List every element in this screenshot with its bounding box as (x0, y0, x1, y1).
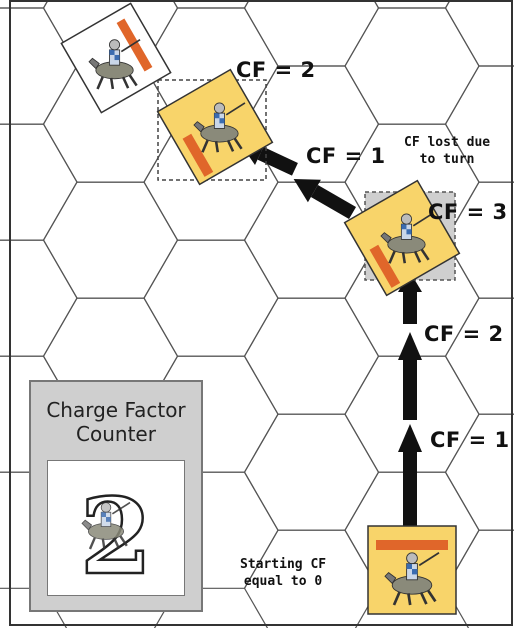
knight-counter-final (156, 68, 274, 186)
charge-factor-panel: Charge Factor Counter 2 (29, 380, 203, 612)
board-frame (9, 0, 513, 626)
move-arrow-2 (398, 332, 422, 420)
move-arrow-1 (398, 424, 422, 526)
counter-digit: 2 (80, 475, 152, 595)
cf-label-top: CF = 2 (236, 58, 316, 82)
knight-counter-start (367, 525, 457, 615)
cf-label-1: CF = 1 (430, 428, 510, 452)
cf-label-3: CF = 3 (428, 200, 508, 224)
knight-counter-turn (343, 179, 461, 297)
move-arrow-4 (293, 179, 357, 220)
hex-cell (243, 413, 380, 531)
hex-cell (143, 239, 279, 357)
cf-lost-note: CF lost due to turn (404, 135, 491, 167)
hex-cell (243, 297, 380, 415)
hex-cell (42, 181, 179, 299)
hex-cell (0, 239, 78, 357)
hex-cell (444, 0, 514, 67)
hex-cell (0, 7, 78, 125)
hex-cell (344, 7, 480, 125)
hex-cell (444, 297, 514, 415)
hex-cell (444, 413, 514, 531)
start-cf-note: Starting CF equal to 0 (240, 557, 327, 589)
panel-title: Charge Factor Counter (46, 398, 186, 446)
cf-label-2: CF = 2 (424, 322, 504, 346)
charge-factor-counter: 2 (47, 460, 185, 599)
hex-cell (444, 65, 514, 183)
enemy-counter (60, 2, 172, 114)
cf-label-mid: CF = 1 (306, 144, 386, 168)
hex-cell (243, 0, 380, 67)
hex-cell (0, 123, 78, 241)
